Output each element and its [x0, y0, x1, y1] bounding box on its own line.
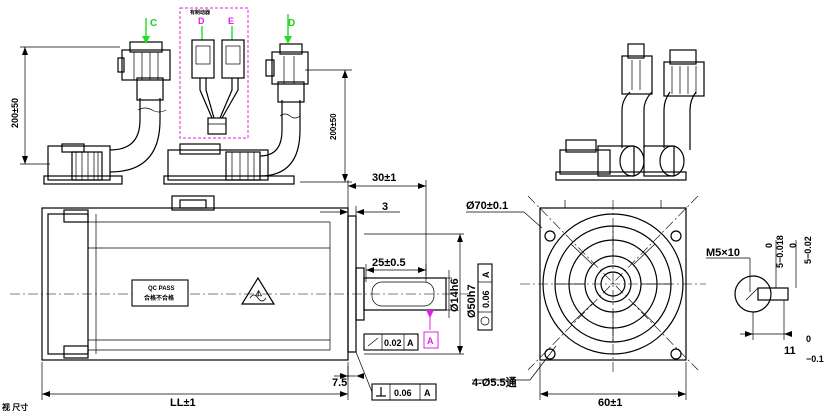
label-connector-e: E [228, 16, 234, 26]
motor-side-view: QC PASS 合格不合格 ⚠ LL±1 30±1 3 25±0.5 [2, 172, 493, 411]
face-runout-datum: A [407, 338, 414, 348]
nameplate-line2: 合格不合格 [144, 294, 175, 302]
runout-value: 0.06 [481, 290, 491, 308]
dim-flange-width: 60±1 [598, 397, 622, 409]
dim-depth-tol-bottom: −0.1 [806, 354, 824, 364]
dim-thread: M5×10 [706, 247, 740, 259]
datum-a: A [427, 336, 434, 346]
cable-connector-views: 200±50 C 有制动器 D E [10, 7, 705, 185]
perp-datum: A [424, 388, 431, 398]
svg-text:⚠: ⚠ [255, 289, 262, 298]
motor-front-view: Ø70±0.1 4-Ø5.5通 60±1 [466, 195, 706, 409]
dim-pilot-diameter: Ø50h7 [466, 284, 478, 318]
dim-chamfer: 7.5 [332, 377, 347, 389]
dim-overall-length: LL±1 [170, 397, 196, 409]
dim-flange-to-end: 30±1 [372, 172, 396, 184]
runout-datum: A [481, 271, 491, 278]
dim-mount-holes: 4-Ø5.5通 [472, 376, 517, 389]
face-runout-value: 0.02 [384, 338, 402, 348]
dim-key-depth: 5−0.02 [803, 236, 813, 264]
nameplate-line1: QC PASS [148, 286, 175, 292]
dim-key-width: 5−0.018 [775, 235, 785, 268]
dim-key-depth-top: 0 [788, 243, 798, 248]
cable-length-left: 200±50 [10, 98, 20, 128]
dim-depth: 11 [784, 345, 796, 357]
dim-flange-thickness: 3 [382, 201, 388, 213]
perp-value: 0.06 [394, 388, 412, 398]
cable-length-right: 200±50 [329, 113, 338, 140]
label-connector-d: D [198, 16, 205, 26]
dim-depth-tol-top: 0 [806, 334, 811, 344]
brake-title: 有制动器 [190, 9, 211, 16]
dim-key-width-top: 0 [764, 243, 774, 248]
label-connector-encoder: D [288, 18, 295, 29]
corner-text: 视 尺寸 [2, 402, 28, 411]
dim-bolt-circle: Ø70±0.1 [466, 200, 508, 212]
shaft-end-detail: M5×10 11 0 −0.1 0 5−0.018 0 5−0.02 [706, 235, 824, 364]
dim-key-length: 25±0.5 [372, 257, 406, 269]
label-connector-c: C [150, 18, 157, 29]
dim-shaft-diameter: Ø14h6 [449, 278, 461, 312]
